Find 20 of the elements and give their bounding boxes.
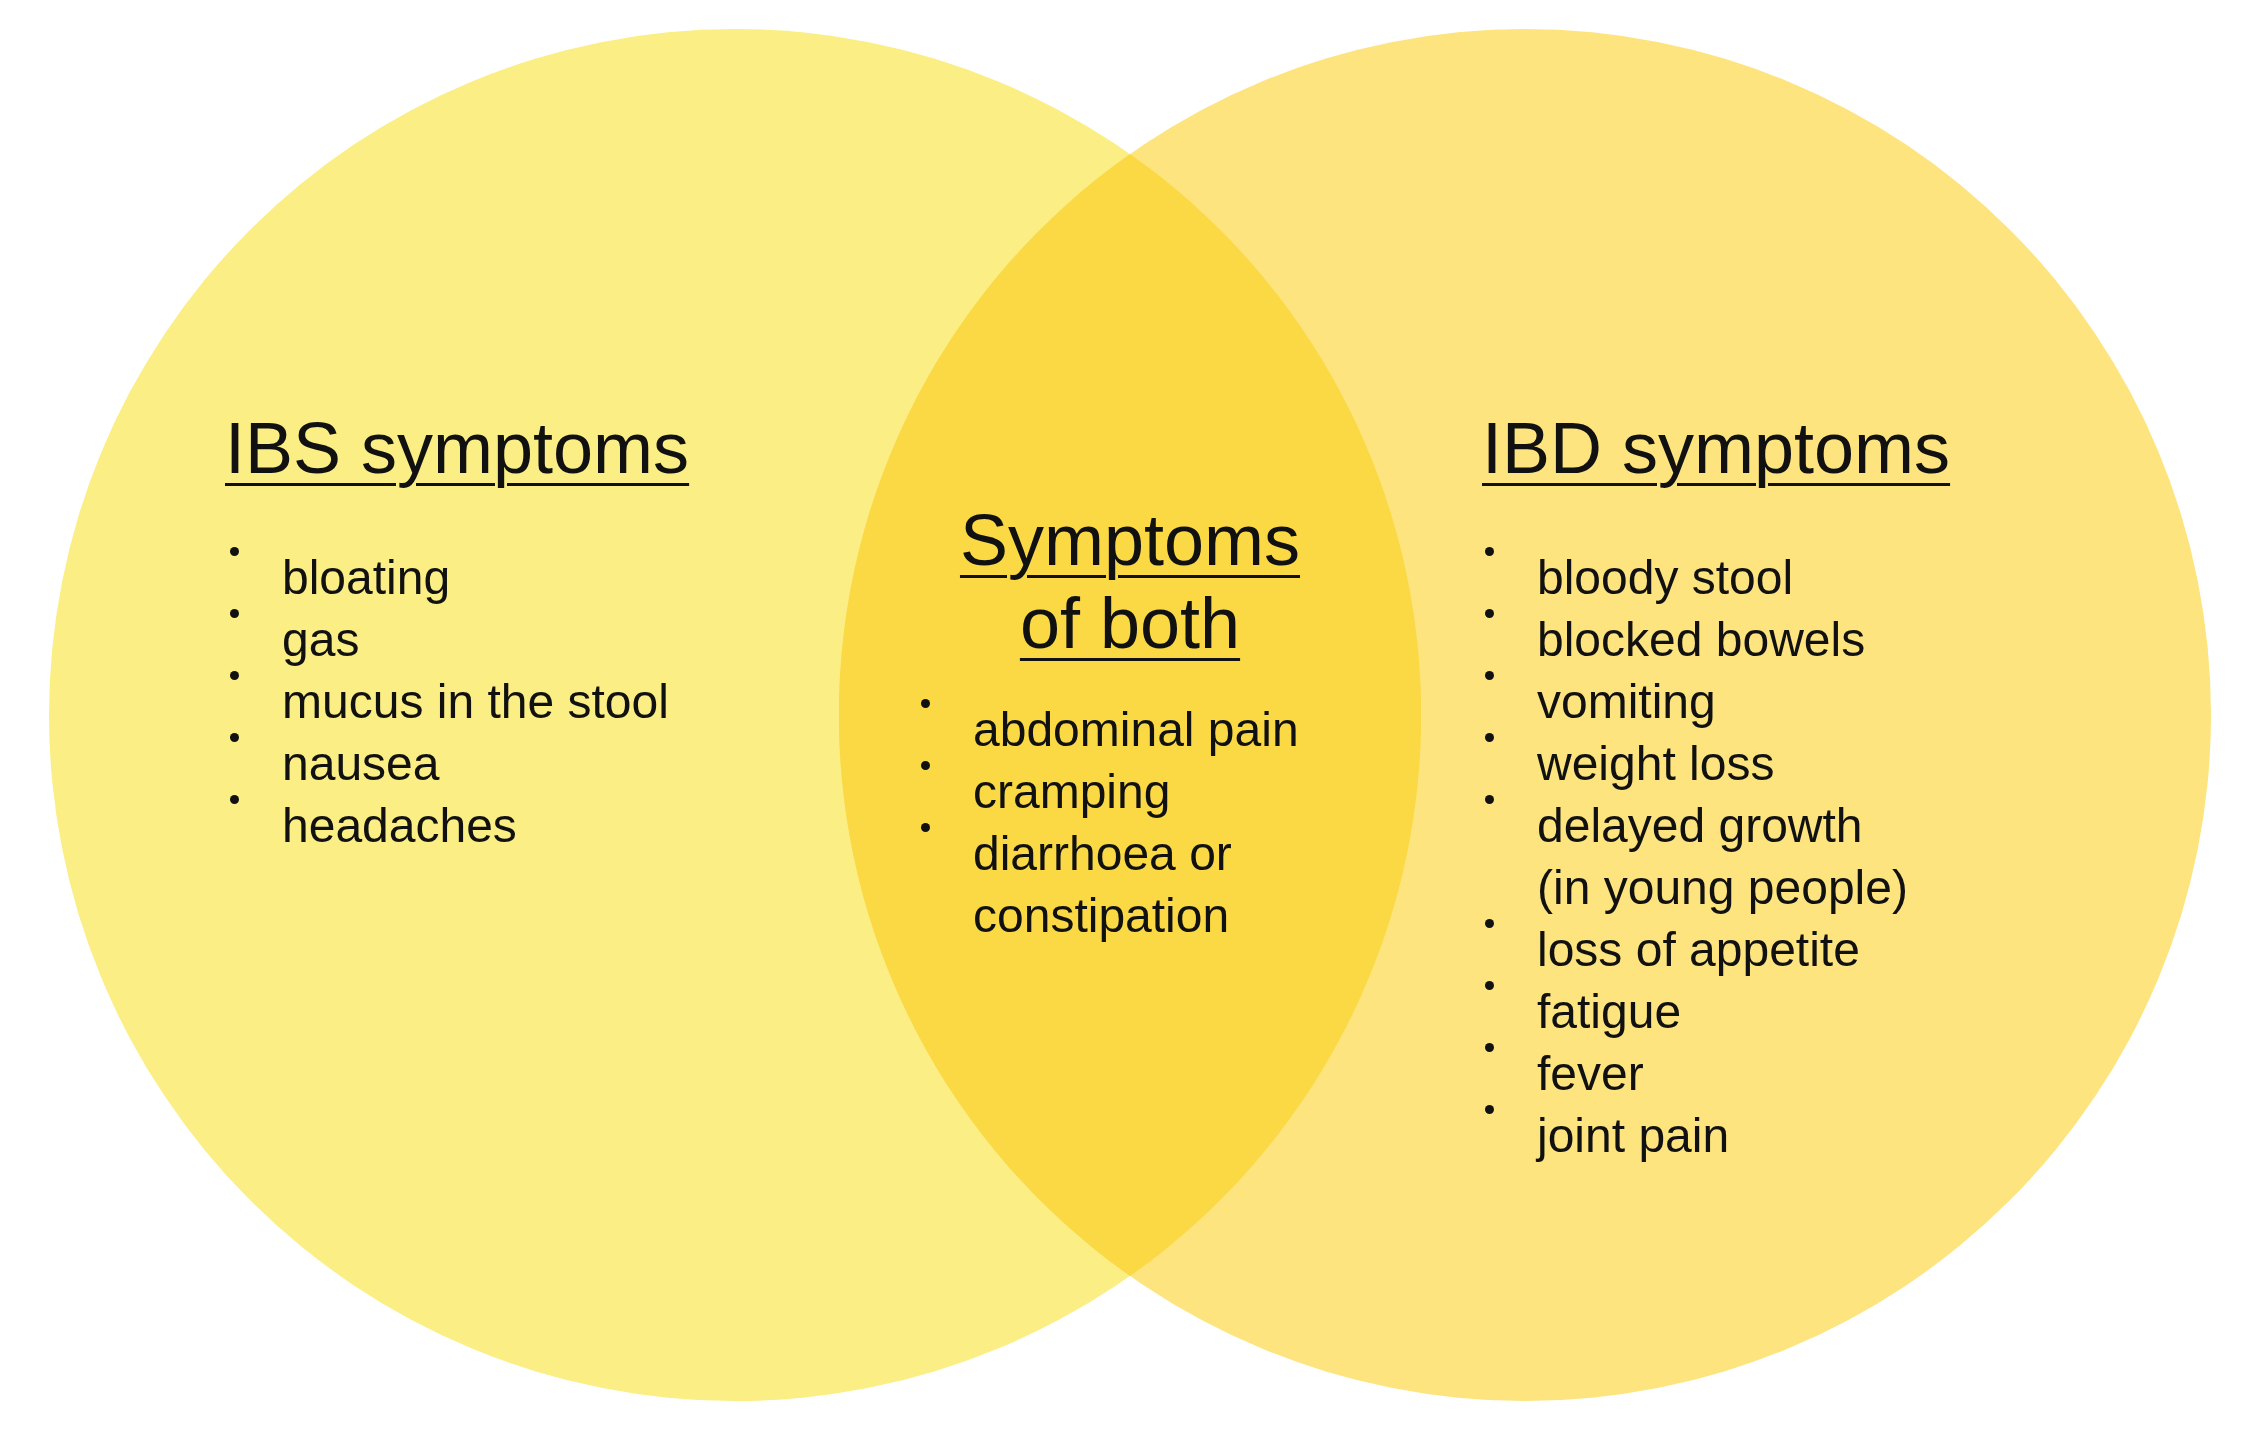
list-item: bloody stool [1537, 550, 1795, 606]
list-item: weight loss [1537, 736, 1776, 792]
list-item: nausea [282, 736, 441, 792]
list-item: fever [1537, 1046, 1645, 1102]
list-item: joint pain [1537, 1108, 1731, 1164]
list-item: loss of appetite [1537, 922, 1861, 978]
list-item: blocked bowels [1537, 612, 1867, 668]
list-item: bloating [282, 550, 452, 606]
list-item: delayed growth (in young people) [1537, 798, 1909, 916]
list-item: vomiting [1537, 674, 1717, 730]
list-item: mucus in the stool [282, 674, 670, 730]
list-item: abdominal pain [973, 702, 1300, 758]
list-item: cramping [973, 764, 1172, 820]
heading: Symptoms of both [958, 499, 1302, 665]
list-item: gas [282, 612, 361, 668]
list-item: diarrhoea or constipation [973, 826, 1233, 944]
list-item: headaches [282, 798, 518, 854]
heading: IBS symptoms [225, 407, 691, 490]
heading: IBD symptoms [1482, 407, 1952, 490]
list-item: fatigue [1537, 984, 1683, 1040]
